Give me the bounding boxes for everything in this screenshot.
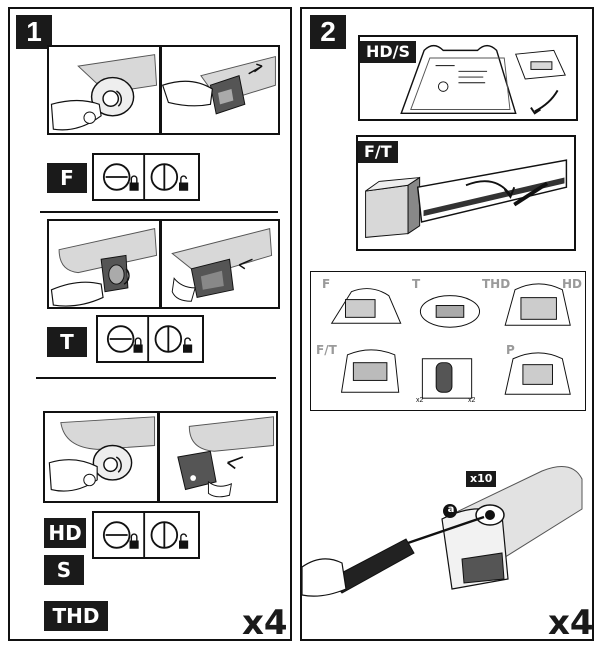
cover-removal-svg bbox=[162, 55, 276, 115]
section-divider-2 bbox=[36, 377, 276, 379]
t-unlock-illustration bbox=[47, 219, 161, 309]
step1-number-badge: 1 bbox=[16, 15, 52, 49]
hd-remove-cover-illustration bbox=[158, 411, 278, 503]
variant-f-label: F bbox=[322, 277, 331, 291]
variant-t-label: T bbox=[412, 277, 421, 291]
hd-lock-svg bbox=[102, 513, 189, 557]
hd-cover-svg bbox=[177, 416, 274, 498]
t-lock-positions bbox=[96, 315, 204, 363]
step2-multiplier: x4 bbox=[548, 603, 594, 643]
variant-grid-illustration bbox=[310, 271, 586, 411]
f-lock-positions bbox=[92, 153, 200, 201]
screwdriver-illustration bbox=[301, 449, 592, 599]
step2-panel: 2 HD/S F/T bbox=[300, 7, 594, 643]
variant-hd-label: HD bbox=[562, 277, 583, 291]
hd-unlock-illustration bbox=[43, 411, 159, 503]
key-turning-svg bbox=[50, 54, 158, 131]
type-hd-badge: HD bbox=[44, 518, 86, 548]
ft-rubber-strip-svg bbox=[365, 159, 568, 238]
type-thd-badge: THD bbox=[44, 601, 108, 631]
type-t-badge: T bbox=[47, 327, 87, 357]
lock-positions-svg bbox=[102, 155, 189, 199]
hds-end-cap-svg bbox=[400, 44, 566, 115]
ft-strip-illustration bbox=[356, 135, 576, 251]
variant-thd-label: THD bbox=[482, 277, 511, 291]
f-unlock-illustration bbox=[47, 45, 161, 135]
variant-p-label: P bbox=[506, 343, 515, 357]
t-remove-cover-illustration bbox=[160, 219, 280, 309]
tag-hds: HD/S bbox=[360, 41, 417, 63]
t-lock-svg bbox=[106, 317, 193, 361]
variant-grid-svg bbox=[330, 283, 571, 399]
type-s-badge: S bbox=[44, 555, 84, 585]
count-x2-left: x2 bbox=[416, 397, 424, 404]
screw-count-badge: x10 bbox=[466, 471, 497, 487]
step1-multiplier: x4 bbox=[242, 603, 288, 643]
screwdriver-svg bbox=[301, 466, 583, 597]
count-x2-right: x2 bbox=[468, 397, 476, 404]
hd-key-svg bbox=[48, 416, 156, 492]
t-key-svg bbox=[50, 228, 158, 307]
type-f-badge: F bbox=[47, 163, 87, 193]
section-divider-1 bbox=[40, 211, 278, 213]
marker-a: a bbox=[447, 504, 455, 515]
hd-lock-positions bbox=[92, 511, 200, 559]
step2-number-badge: 2 bbox=[310, 15, 346, 49]
t-cover-svg bbox=[171, 228, 273, 302]
tag-ft: F/T bbox=[358, 141, 398, 163]
step1-panel: 1 F bbox=[8, 7, 292, 643]
variant-ft-label: F/T bbox=[316, 343, 337, 357]
f-remove-cover-illustration bbox=[160, 45, 280, 135]
